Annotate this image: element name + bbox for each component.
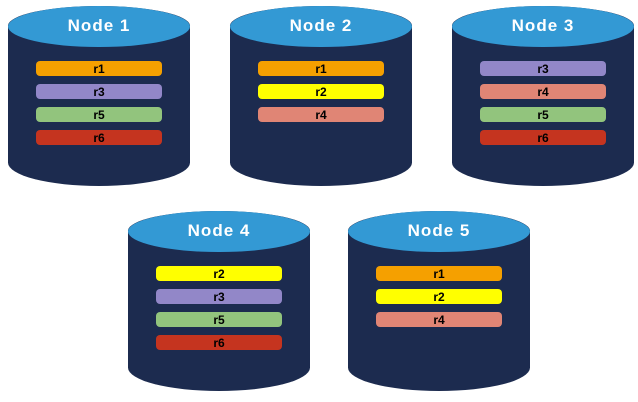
- replica-label: r1: [315, 61, 327, 76]
- replica-label: r4: [537, 84, 549, 99]
- node-label: Node 2: [289, 16, 353, 36]
- replica-label: r2: [315, 84, 327, 99]
- cylinder-top-disc: Node 2: [230, 6, 412, 48]
- replica-label: r4: [433, 312, 445, 327]
- replica-list: r2 r3 r5 r6: [128, 266, 310, 358]
- replica-label: r2: [213, 266, 225, 281]
- replica-bar[interactable]: r3: [36, 84, 162, 99]
- replica-bar[interactable]: r2: [156, 266, 282, 281]
- replica-label: r1: [433, 266, 445, 281]
- replica-bar[interactable]: r4: [258, 107, 384, 122]
- replica-bar[interactable]: r4: [376, 312, 502, 327]
- replica-bar[interactable]: r2: [376, 289, 502, 304]
- replica-list: r3 r4 r5 r6: [452, 61, 634, 153]
- replica-bar[interactable]: r1: [258, 61, 384, 76]
- replica-bar[interactable]: r5: [156, 312, 282, 327]
- replica-bar[interactable]: r3: [480, 61, 606, 76]
- database-node-1[interactable]: Node 1 r1 r3 r5 r6: [8, 6, 190, 186]
- replica-label: r2: [433, 289, 445, 304]
- replica-list: r1 r3 r5 r6: [8, 61, 190, 153]
- replica-bar[interactable]: r6: [480, 130, 606, 145]
- database-node-4[interactable]: Node 4 r2 r3 r5 r6: [128, 211, 310, 391]
- replica-list: r1 r2 r4: [230, 61, 412, 130]
- replica-label: r5: [93, 107, 105, 122]
- replica-label: r3: [537, 61, 549, 76]
- replica-label: r1: [93, 61, 105, 76]
- node-label: Node 4: [187, 221, 251, 241]
- database-node-5[interactable]: Node 5 r1 r2 r4: [348, 211, 530, 391]
- replica-bar[interactable]: r5: [480, 107, 606, 122]
- replica-label: r6: [213, 335, 225, 350]
- replica-bar[interactable]: r5: [36, 107, 162, 122]
- cylinder-top-disc: Node 4: [128, 211, 310, 253]
- database-node-2[interactable]: Node 2 r1 r2 r4: [230, 6, 412, 186]
- replica-bar[interactable]: r3: [156, 289, 282, 304]
- replica-label: r5: [537, 107, 549, 122]
- node-label: Node 5: [407, 221, 471, 241]
- cylinder-top-disc: Node 3: [452, 6, 634, 48]
- replica-label: r6: [537, 130, 549, 145]
- replica-bar[interactable]: r4: [480, 84, 606, 99]
- node-label: Node 1: [67, 16, 131, 36]
- node-label: Node 3: [511, 16, 575, 36]
- cylinder-top-disc: Node 1: [8, 6, 190, 48]
- replica-label: r3: [93, 84, 105, 99]
- replica-label: r5: [213, 312, 225, 327]
- replica-label: r6: [93, 130, 105, 145]
- replica-bar[interactable]: r6: [156, 335, 282, 350]
- replica-label: r4: [315, 107, 327, 122]
- replica-label: r3: [213, 289, 225, 304]
- replica-bar[interactable]: r1: [376, 266, 502, 281]
- replica-bar[interactable]: r2: [258, 84, 384, 99]
- cylinder-top-disc: Node 5: [348, 211, 530, 253]
- replica-bar[interactable]: r6: [36, 130, 162, 145]
- replica-bar[interactable]: r1: [36, 61, 162, 76]
- database-node-3[interactable]: Node 3 r3 r4 r5 r6: [452, 6, 634, 186]
- replica-list: r1 r2 r4: [348, 266, 530, 335]
